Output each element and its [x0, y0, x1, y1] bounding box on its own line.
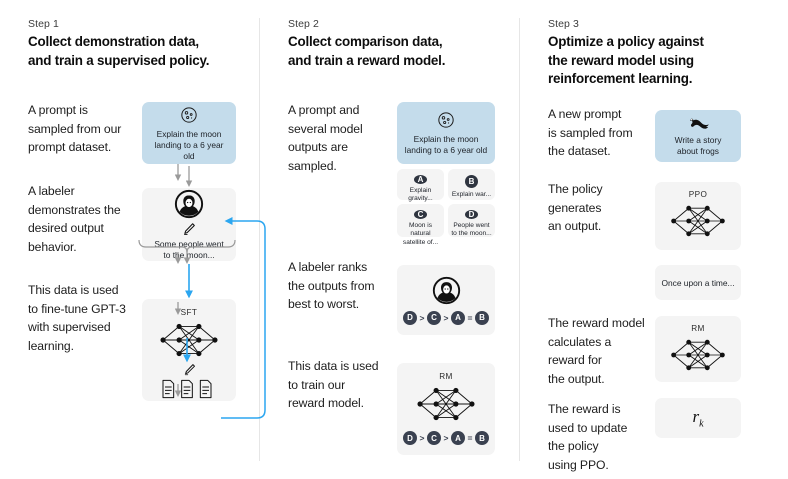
step-label-2: Step 2	[288, 18, 319, 30]
neural-network-icon	[671, 205, 725, 237]
reward-model-box-step3[interactable]: RM	[655, 316, 741, 382]
output-letter-d: D	[465, 210, 478, 219]
prompt-box-step2[interactable]: Explain the moon landing to a 6 year old	[397, 102, 495, 164]
column-step-3: Step 3 Optimize a policy against the rew…	[520, 0, 788, 479]
neural-network-icon	[417, 387, 475, 421]
prompt-box-step3[interactable]: Write a story about frogs	[655, 110, 741, 162]
prompt-box-step1[interactable]: Explain the moon landing to a 6 year old	[142, 102, 236, 164]
neural-network-icon	[160, 323, 218, 357]
generated-output-box[interactable]: Once upon a time...	[655, 265, 741, 300]
sft-model-box[interactable]: SFT	[142, 299, 236, 401]
rank-op-1: >	[419, 312, 425, 323]
step-label-1: Step 1	[28, 18, 59, 30]
prompt-caption-line2: landing to a 6 year old	[404, 145, 488, 155]
paragraph-2-2: A labeler ranks the outputs from best to…	[288, 260, 375, 311]
rm-rank-chip-1: D	[403, 431, 418, 445]
output-letter-c: C	[414, 210, 427, 219]
pencil-icon	[184, 364, 195, 376]
paragraph-1-2: A labeler demonstrates the desired outpu…	[28, 184, 121, 254]
reward-symbol-base: r	[692, 406, 700, 426]
output-text-b: Explain war...	[451, 191, 492, 198]
prompt-caption-line2: about frogs	[677, 145, 719, 156]
rm-label-step2: RM	[439, 372, 453, 381]
person-avatar-icon	[174, 189, 204, 218]
output-text-d: People went to the moon...	[451, 222, 492, 238]
three-documents-icon	[162, 379, 212, 399]
paragraph-3-4: The reward is used to update the policy …	[548, 402, 628, 472]
neural-network-icon	[671, 339, 725, 371]
step-title-1-line1: Collect demonstration data,	[28, 34, 199, 49]
step-title-3-line2: the reward model using	[548, 52, 694, 68]
step-title-2: Collect comparison data, and train a rew…	[288, 33, 445, 70]
moon-icon	[181, 106, 197, 123]
paragraph-2-3: This data is used to train our reward mo…	[288, 359, 379, 410]
paragraph-3-2: The policy generates an output.	[548, 182, 603, 233]
step-title-3-line3: reinforcement learning.	[548, 71, 693, 86]
output-card-d[interactable]: D People went to the moon...	[448, 204, 495, 237]
output-card-a[interactable]: A Explain gravity...	[397, 169, 444, 202]
output-card-b[interactable]: B Explain war...	[448, 169, 495, 200]
step-title-3-line1: Optimize a policy against	[548, 34, 704, 49]
labeler-box-step1[interactable]: Some people went to the moon...	[142, 188, 236, 261]
step-title-2-line1: Collect comparison data,	[288, 34, 443, 49]
output-card-c[interactable]: C Moon is natural satellite of...	[397, 204, 444, 246]
step-title-1-line2: and train a supervised policy.	[28, 52, 210, 68]
paragraph-1-3: This data is used to fine-tune GPT-3 wit…	[28, 283, 126, 353]
pencil-icon	[184, 222, 195, 235]
ranking-row-labeler: D > C > A = B	[403, 310, 489, 325]
output-text-c: Moon is natural satellite of...	[402, 222, 439, 246]
step-title-1: Collect demonstration data, and train a …	[28, 33, 209, 70]
prompt-caption-line1: Explain the moon	[413, 134, 479, 144]
ranking-row-rm: D > C > A = B	[403, 431, 489, 445]
rank-chip-2: C	[427, 310, 442, 325]
reward-symbol-subscript: k	[699, 418, 704, 430]
rm-label-step3: RM	[691, 324, 705, 333]
paragraph-3-3: The reward model calculates a reward for…	[548, 316, 645, 386]
rm-rank-op-3: =	[467, 433, 473, 443]
ppo-label: PPO	[688, 190, 708, 199]
rm-rank-op-2: >	[443, 433, 449, 443]
frog-icon	[690, 118, 709, 129]
column-step-1: Step 1 Collect demonstration data, and t…	[0, 0, 260, 479]
rank-chip-3: A	[450, 310, 465, 325]
ppo-policy-box[interactable]: PPO	[655, 182, 741, 250]
person-avatar-icon	[432, 276, 460, 304]
generated-output-text: Once upon a time...	[661, 277, 735, 288]
reward-value-box[interactable]: rk	[655, 398, 741, 438]
labeler-ranking-box[interactable]: D > C > A = B	[397, 265, 495, 335]
prompt-caption-line1: Write a story	[674, 134, 722, 145]
paragraph-3-1: A new prompt is sampled from the dataset…	[548, 107, 633, 158]
rm-rank-chip-2: C	[427, 431, 442, 445]
output-letter-b: B	[465, 175, 478, 188]
output-text-a: Explain gravity...	[408, 187, 433, 203]
rm-rank-chip-4: B	[474, 431, 489, 445]
rm-rank-op-1: >	[419, 433, 425, 443]
moon-icon	[438, 112, 454, 128]
paragraph-1-1: A prompt is sampled from our prompt data…	[28, 103, 122, 154]
rank-chip-1: D	[403, 310, 418, 325]
labeler-caption-line1: Some people went	[154, 238, 224, 249]
step-title-3: Optimize a policy against the reward mod…	[548, 33, 704, 89]
reward-symbol: rk	[692, 407, 703, 429]
step-label-3: Step 3	[548, 18, 579, 30]
rank-op-3: =	[467, 312, 473, 323]
rm-rank-chip-3: A	[450, 431, 465, 445]
prompt-caption-line2: landing to a 6 year old	[154, 139, 224, 161]
output-letter-a: A	[414, 175, 427, 184]
rank-chip-4: B	[474, 310, 489, 325]
sft-label: SFT	[180, 308, 198, 317]
reward-model-box-step2[interactable]: RM D > C >	[397, 363, 495, 455]
paragraph-2-1: A prompt and several model outputs are s…	[288, 103, 363, 173]
column-divider-2	[519, 18, 520, 461]
step-title-2-line2: and train a reward model.	[288, 52, 446, 68]
column-step-2: Step 2 Collect comparison data, and trai…	[260, 0, 520, 479]
labeler-caption-line2: to the moon...	[163, 249, 215, 260]
rank-op-2: >	[443, 312, 449, 323]
prompt-caption-line1: Explain the moon	[156, 128, 222, 139]
